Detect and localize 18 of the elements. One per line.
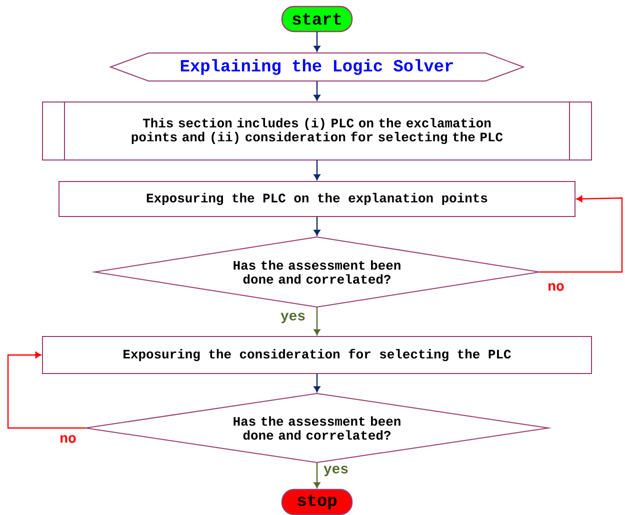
arrow <box>314 32 320 52</box>
arrow <box>314 81 320 101</box>
arrow <box>314 374 320 392</box>
arrow <box>540 196 623 273</box>
process-box: Exposuring the PLC on the explanation points <box>58 181 576 217</box>
predefined-process-box: This section includes (i) PLC on the exclamation points and (ii) consideration for selecting the PLC <box>42 102 592 160</box>
arrow <box>314 307 320 336</box>
arrow <box>314 216 320 236</box>
arrow <box>314 462 320 488</box>
process-box: Exposuring the consideration for selecting the PLC <box>42 336 592 374</box>
edge-label: no <box>58 434 78 444</box>
arrow <box>314 160 320 180</box>
terminal-box: stop <box>281 488 353 515</box>
edge-label: no <box>546 282 566 292</box>
terminal-box: start <box>281 6 353 32</box>
edge-label: yes <box>279 312 307 324</box>
arrow <box>7 352 86 429</box>
edge-label: yes <box>322 464 350 478</box>
